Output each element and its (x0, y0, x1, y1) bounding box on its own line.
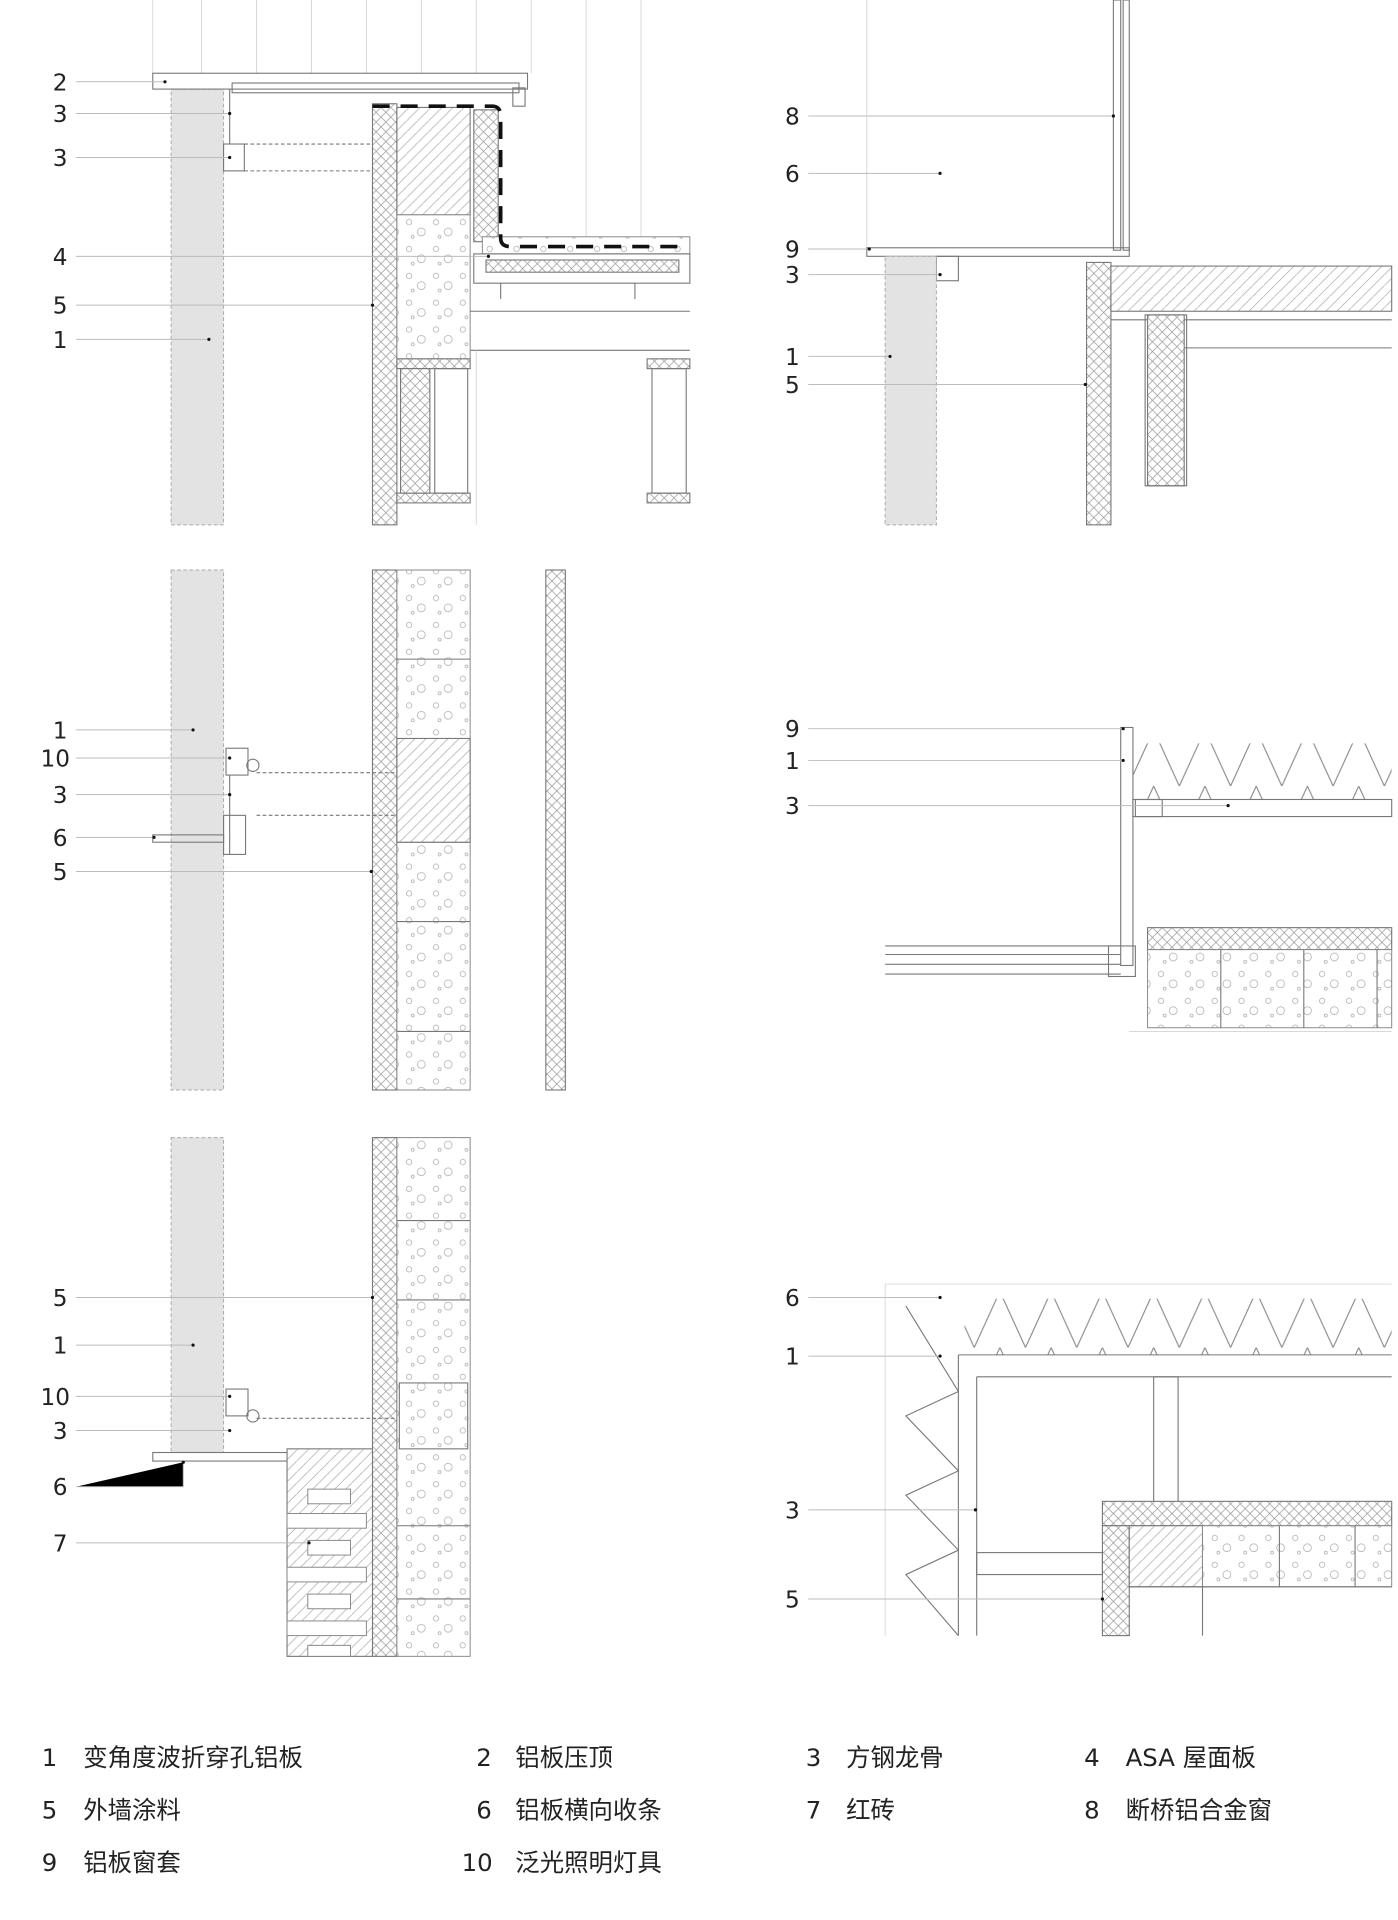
callout-label: 10 (40, 746, 70, 773)
callout-label: 10 (40, 1384, 70, 1411)
legend-number: 7 (806, 1796, 822, 1825)
legend-text: 变角度波折穿孔铝板 (83, 1743, 303, 1772)
legend-number: 9 (42, 1848, 58, 1877)
detail-window-side-panel (885, 726, 1393, 1032)
callout-label: 3 (785, 262, 800, 289)
legend-number: 4 (1084, 1743, 1100, 1772)
legend-text: 红砖 (846, 1796, 895, 1825)
callout-label: 2 (53, 69, 68, 96)
callouts-bottom-right: 6 1 3 5 (785, 1285, 1104, 1614)
legend-number: 3 (806, 1743, 822, 1772)
legend-text: 方钢龙骨 (846, 1743, 944, 1772)
callouts-mid-left: 1 10 3 6 5 (40, 717, 373, 886)
callouts-top-left: 2 3 3 4 5 1 (53, 69, 491, 354)
detail-parapet-roof (152, 0, 691, 526)
detail-wall-lighting (152, 569, 566, 1091)
callout-label: 6 (53, 1474, 68, 1501)
callout-label: 1 (53, 1333, 68, 1360)
legend-number: 8 (1084, 1796, 1100, 1825)
detail-base-brick (152, 1137, 471, 1657)
callouts-bottom-left: 5 1 10 3 6 7 (40, 1285, 375, 1557)
callout-label: 8 (785, 104, 800, 131)
callout-label: 1 (785, 344, 800, 371)
callout-label: 3 (53, 782, 68, 809)
legend-text: 泛光照明灯具 (515, 1848, 661, 1877)
callout-label: 3 (53, 1418, 68, 1445)
legend-text: 铝板窗套 (83, 1848, 181, 1877)
callout-label: 5 (785, 372, 800, 399)
detail-window-head (866, 0, 1393, 526)
callout-label: 6 (53, 825, 68, 852)
callout-label: 1 (785, 1344, 800, 1371)
callout-label: 4 (53, 244, 68, 271)
callout-label: 5 (53, 1285, 68, 1312)
callout-label: 1 (785, 748, 800, 775)
callout-label: 9 (785, 716, 800, 743)
callout-label: 3 (53, 145, 68, 172)
legend-number: 10 (462, 1848, 493, 1877)
legend-text: 外墙涂料 (83, 1796, 181, 1825)
legend-number: 1 (42, 1743, 58, 1772)
callout-label: 7 (53, 1530, 68, 1557)
legend-text: 断桥铝合金窗 (1126, 1796, 1272, 1825)
callout-label: 9 (785, 237, 800, 264)
callout-label: 3 (785, 793, 800, 820)
callout-label: 5 (53, 859, 68, 886)
legend-number: 5 (42, 1796, 58, 1825)
legend-number: 2 (476, 1743, 492, 1772)
legend-number: 6 (476, 1796, 492, 1825)
callout-label: 3 (785, 1497, 800, 1524)
callout-label: 1 (53, 327, 68, 354)
callout-label: 1 (53, 717, 68, 744)
callout-label: 6 (785, 161, 800, 188)
legend-text: 铝板压顶 (515, 1743, 613, 1772)
callout-label: 3 (53, 101, 68, 128)
callout-label: 6 (785, 1285, 800, 1312)
callout-label: 5 (785, 1587, 800, 1614)
legend-text: ASA 屋面板 (1126, 1743, 1256, 1772)
callouts-top-right: 8 6 9 3 1 5 (785, 104, 1115, 399)
callouts-mid-right: 9 1 3 (785, 716, 1230, 820)
callout-label: 5 (53, 293, 68, 320)
detail-corner-panel-plan (884, 1283, 1393, 1637)
legend-text: 铝板横向收条 (515, 1796, 661, 1825)
